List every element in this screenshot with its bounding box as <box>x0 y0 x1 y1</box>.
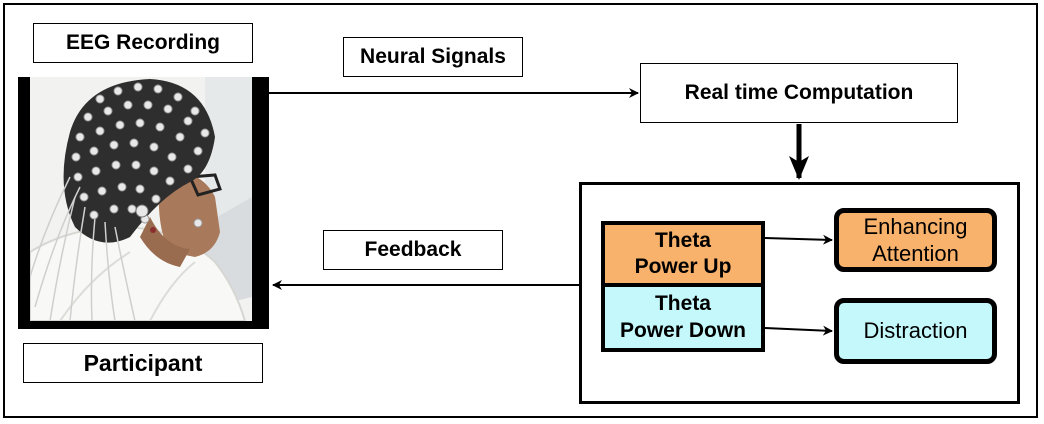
feedback-text: Feedback <box>364 238 462 261</box>
classification-container <box>579 182 1020 404</box>
feedback-label: Feedback <box>323 230 503 270</box>
real-time-computation-box: Real time Computation <box>640 63 958 123</box>
theta-up-line-2: Power Up <box>634 255 732 278</box>
theta-down-line-2: Power Down <box>619 318 746 342</box>
participant-photo <box>30 77 252 321</box>
enhancing-attention-box: Enhancing Attention <box>834 208 997 272</box>
distraction-text: Distraction <box>863 318 968 344</box>
theta-power-down-box: Theta Power Down <box>601 283 765 352</box>
neural-signals-text: Neural Signals <box>360 45 506 68</box>
theta-down-line-1: Theta <box>654 292 711 316</box>
participant-text: Participant <box>83 349 203 376</box>
theta-power-down-text: Theta Power Down <box>620 291 746 344</box>
real-time-computation-text: Real time Computation <box>684 81 914 104</box>
eeg-recording-label: EEG Recording <box>33 23 253 63</box>
enhancing-line-1: Enhancing <box>863 213 968 239</box>
enhancing-attention-text: Enhancing Attention <box>864 213 968 268</box>
theta-power-up-text: Theta Power Up <box>635 228 732 281</box>
outer-frame <box>3 3 1038 418</box>
participant-photo-frame <box>18 77 269 329</box>
eeg-cap-illustration <box>30 77 252 321</box>
neural-signals-label: Neural Signals <box>343 37 523 77</box>
enhancing-line-2: Attention <box>872 241 959 266</box>
eeg-recording-text: EEG Recording <box>65 31 221 54</box>
participant-label: Participant <box>23 343 263 383</box>
distraction-box: Distraction <box>834 298 997 364</box>
theta-up-line-1: Theta <box>654 228 711 252</box>
theta-power-up-box: Theta Power Up <box>601 221 765 287</box>
